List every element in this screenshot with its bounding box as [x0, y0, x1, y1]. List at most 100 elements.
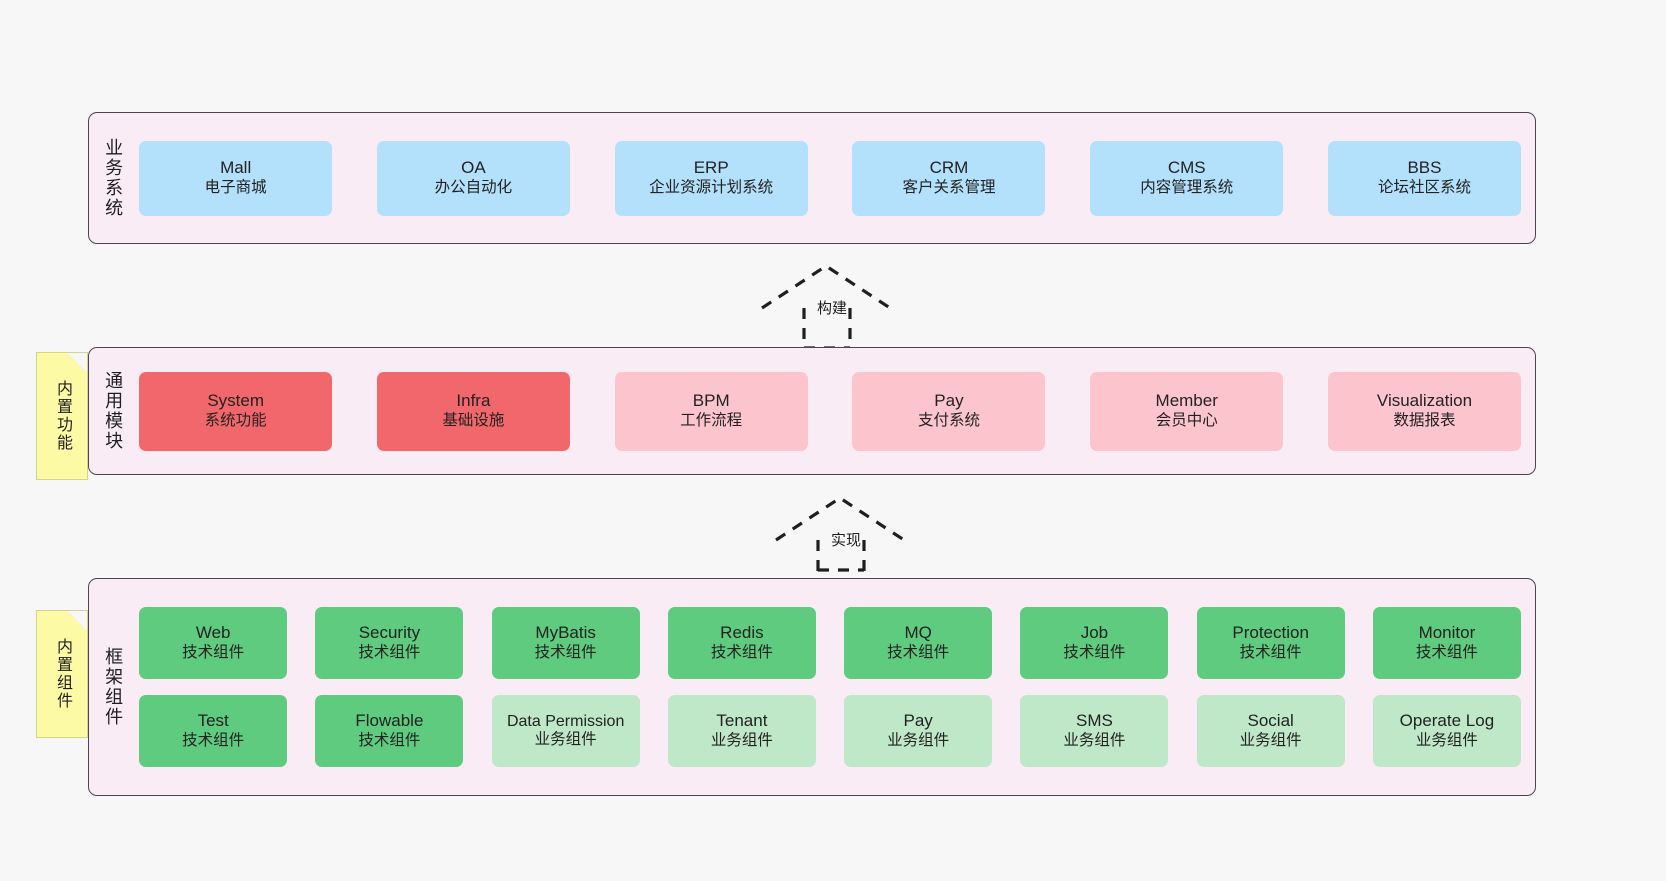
- node-mall[interactable]: Mall 电子商城: [139, 140, 333, 216]
- node-title: Monitor: [1418, 623, 1476, 643]
- arrow-implement: 实现: [772, 492, 918, 572]
- node-subtitle: 电子商城: [204, 178, 267, 196]
- node-title: Social: [1247, 711, 1294, 731]
- node-sms[interactable]: SMS 业务组件: [1020, 695, 1169, 767]
- node-oa[interactable]: OA 办公自动化: [376, 140, 570, 216]
- node-subtitle: 客户关系管理: [902, 178, 996, 196]
- node-subtitle: 技术组件: [1415, 643, 1478, 661]
- node-title: Visualization: [1376, 391, 1473, 411]
- node-title: SMS: [1075, 711, 1113, 731]
- node-monitor[interactable]: Monitor 技术组件: [1372, 607, 1521, 679]
- node-title: MQ: [904, 623, 932, 643]
- layer-business-label: 业务系统: [103, 138, 124, 218]
- node-protection[interactable]: Protection 技术组件: [1196, 607, 1345, 679]
- node-subtitle: 工作流程: [680, 411, 743, 429]
- node-subtitle: 业务组件: [1415, 731, 1478, 749]
- node-erp[interactable]: ERP 企业资源计划系统: [614, 140, 808, 216]
- node-test[interactable]: Test 技术组件: [139, 695, 288, 767]
- node-title: Pay: [934, 391, 964, 411]
- node-title: OA: [461, 158, 486, 178]
- framework-row-biz: Test 技术组件 Flowable 技术组件 Data Permission …: [139, 695, 1521, 767]
- node-subtitle: 技术组件: [710, 643, 773, 661]
- node-title: System: [207, 391, 264, 411]
- note-text: 内置组件: [53, 638, 71, 710]
- node-title: Tenant: [716, 711, 768, 731]
- node-member[interactable]: Member 会员中心: [1090, 371, 1284, 451]
- node-subtitle: 技术组件: [182, 643, 245, 661]
- framework-row-tech: Web 技术组件 Security 技术组件 MyBatis 技术组件 Redi…: [139, 607, 1521, 679]
- module-box-list: System 系统功能 Infra 基础设施 BPM 工作流程 Pay 支付系统…: [129, 348, 1535, 474]
- node-infra[interactable]: Infra 基础设施: [376, 371, 570, 451]
- node-visualization[interactable]: Visualization 数据报表: [1327, 371, 1521, 451]
- node-job[interactable]: Job 技术组件: [1020, 607, 1169, 679]
- business-box-list: Mall 电子商城 OA 办公自动化 ERP 企业资源计划系统 CRM 客户关系…: [129, 113, 1535, 243]
- layer-framework-label: 框架组件: [103, 647, 124, 727]
- node-mybatis[interactable]: MyBatis 技术组件: [491, 607, 640, 679]
- node-title: BBS: [1407, 158, 1442, 178]
- framework-rows: Web 技术组件 Security 技术组件 MyBatis 技术组件 Redi…: [129, 579, 1535, 795]
- node-subtitle: 内容管理系统: [1140, 178, 1234, 196]
- node-redis[interactable]: Redis 技术组件: [667, 607, 816, 679]
- node-web[interactable]: Web 技术组件: [139, 607, 288, 679]
- node-security[interactable]: Security 技术组件: [315, 607, 464, 679]
- arrow-shaft-implement: [816, 540, 866, 572]
- node-subtitle: 基础设施: [442, 411, 505, 429]
- node-subtitle: 企业资源计划系统: [649, 178, 774, 196]
- node-flowable[interactable]: Flowable 技术组件: [315, 695, 464, 767]
- node-subtitle: 技术组件: [358, 643, 421, 661]
- arrow-build-label: 构建: [817, 300, 848, 317]
- node-cms[interactable]: CMS 内容管理系统: [1090, 140, 1284, 216]
- arrow-implement-label: 实现: [831, 532, 862, 549]
- node-subtitle: 技术组件: [1063, 643, 1126, 661]
- note-builtin-components: 内置组件: [36, 610, 88, 738]
- node-pay-component[interactable]: Pay 业务组件: [844, 695, 993, 767]
- node-subtitle: 业务组件: [534, 731, 597, 749]
- node-subtitle: 系统功能: [204, 411, 267, 429]
- node-title: MyBatis: [535, 623, 596, 643]
- node-title: Test: [197, 711, 229, 731]
- node-title: Data Permission: [506, 712, 625, 730]
- node-subtitle: 办公自动化: [434, 178, 513, 196]
- node-pay-module[interactable]: Pay 支付系统: [852, 371, 1046, 451]
- node-data-permission[interactable]: Data Permission 业务组件: [491, 695, 640, 767]
- node-subtitle: 技术组件: [1239, 643, 1302, 661]
- node-subtitle: 会员中心: [1155, 411, 1218, 429]
- node-operate-log[interactable]: Operate Log 业务组件: [1372, 695, 1521, 767]
- note-fold-cover: [67, 353, 87, 373]
- node-title: CRM: [929, 158, 969, 178]
- node-subtitle: 业务组件: [887, 731, 950, 749]
- node-subtitle: 业务组件: [710, 731, 773, 749]
- node-title: Flowable: [355, 711, 424, 731]
- note-text: 内置功能: [53, 380, 71, 452]
- node-subtitle: 论坛社区系统: [1377, 178, 1471, 196]
- node-bpm[interactable]: BPM 工作流程: [614, 371, 808, 451]
- node-title: Member: [1155, 391, 1218, 411]
- node-subtitle: 技术组件: [887, 643, 950, 661]
- node-subtitle: 业务组件: [1239, 731, 1302, 749]
- layer-business-systems: 业务系统 Mall 电子商城 OA 办公自动化 ERP 企业资源计划系统 CRM…: [88, 112, 1536, 244]
- node-title: Mall: [220, 158, 252, 178]
- node-title: Operate Log: [1399, 711, 1495, 731]
- layer-framework-components: 框架组件 Web 技术组件 Security 技术组件 MyBatis 技术组件…: [88, 578, 1536, 796]
- layer-modules-label: 通用模块: [103, 371, 124, 451]
- arrow-build: 构建: [758, 258, 904, 350]
- node-subtitle: 数据报表: [1393, 411, 1456, 429]
- node-title: Infra: [456, 391, 491, 411]
- node-title: BPM: [692, 391, 730, 411]
- node-title: ERP: [693, 158, 729, 178]
- node-bbs[interactable]: BBS 论坛社区系统: [1327, 140, 1521, 216]
- node-tenant[interactable]: Tenant 业务组件: [667, 695, 816, 767]
- node-subtitle: 技术组件: [358, 731, 421, 749]
- node-title: Security: [358, 623, 421, 643]
- node-social[interactable]: Social 业务组件: [1196, 695, 1345, 767]
- node-mq[interactable]: MQ 技术组件: [844, 607, 993, 679]
- node-title: Redis: [720, 623, 764, 643]
- arrow-head-build: [761, 264, 891, 310]
- node-system[interactable]: System 系统功能: [139, 371, 333, 451]
- node-subtitle: 技术组件: [182, 731, 245, 749]
- layer-common-modules: 通用模块 System 系统功能 Infra 基础设施 BPM 工作流程 Pay…: [88, 347, 1536, 475]
- node-crm[interactable]: CRM 客户关系管理: [852, 140, 1046, 216]
- note-fold-cover: [67, 611, 87, 631]
- note-builtin-features: 内置功能: [36, 352, 88, 480]
